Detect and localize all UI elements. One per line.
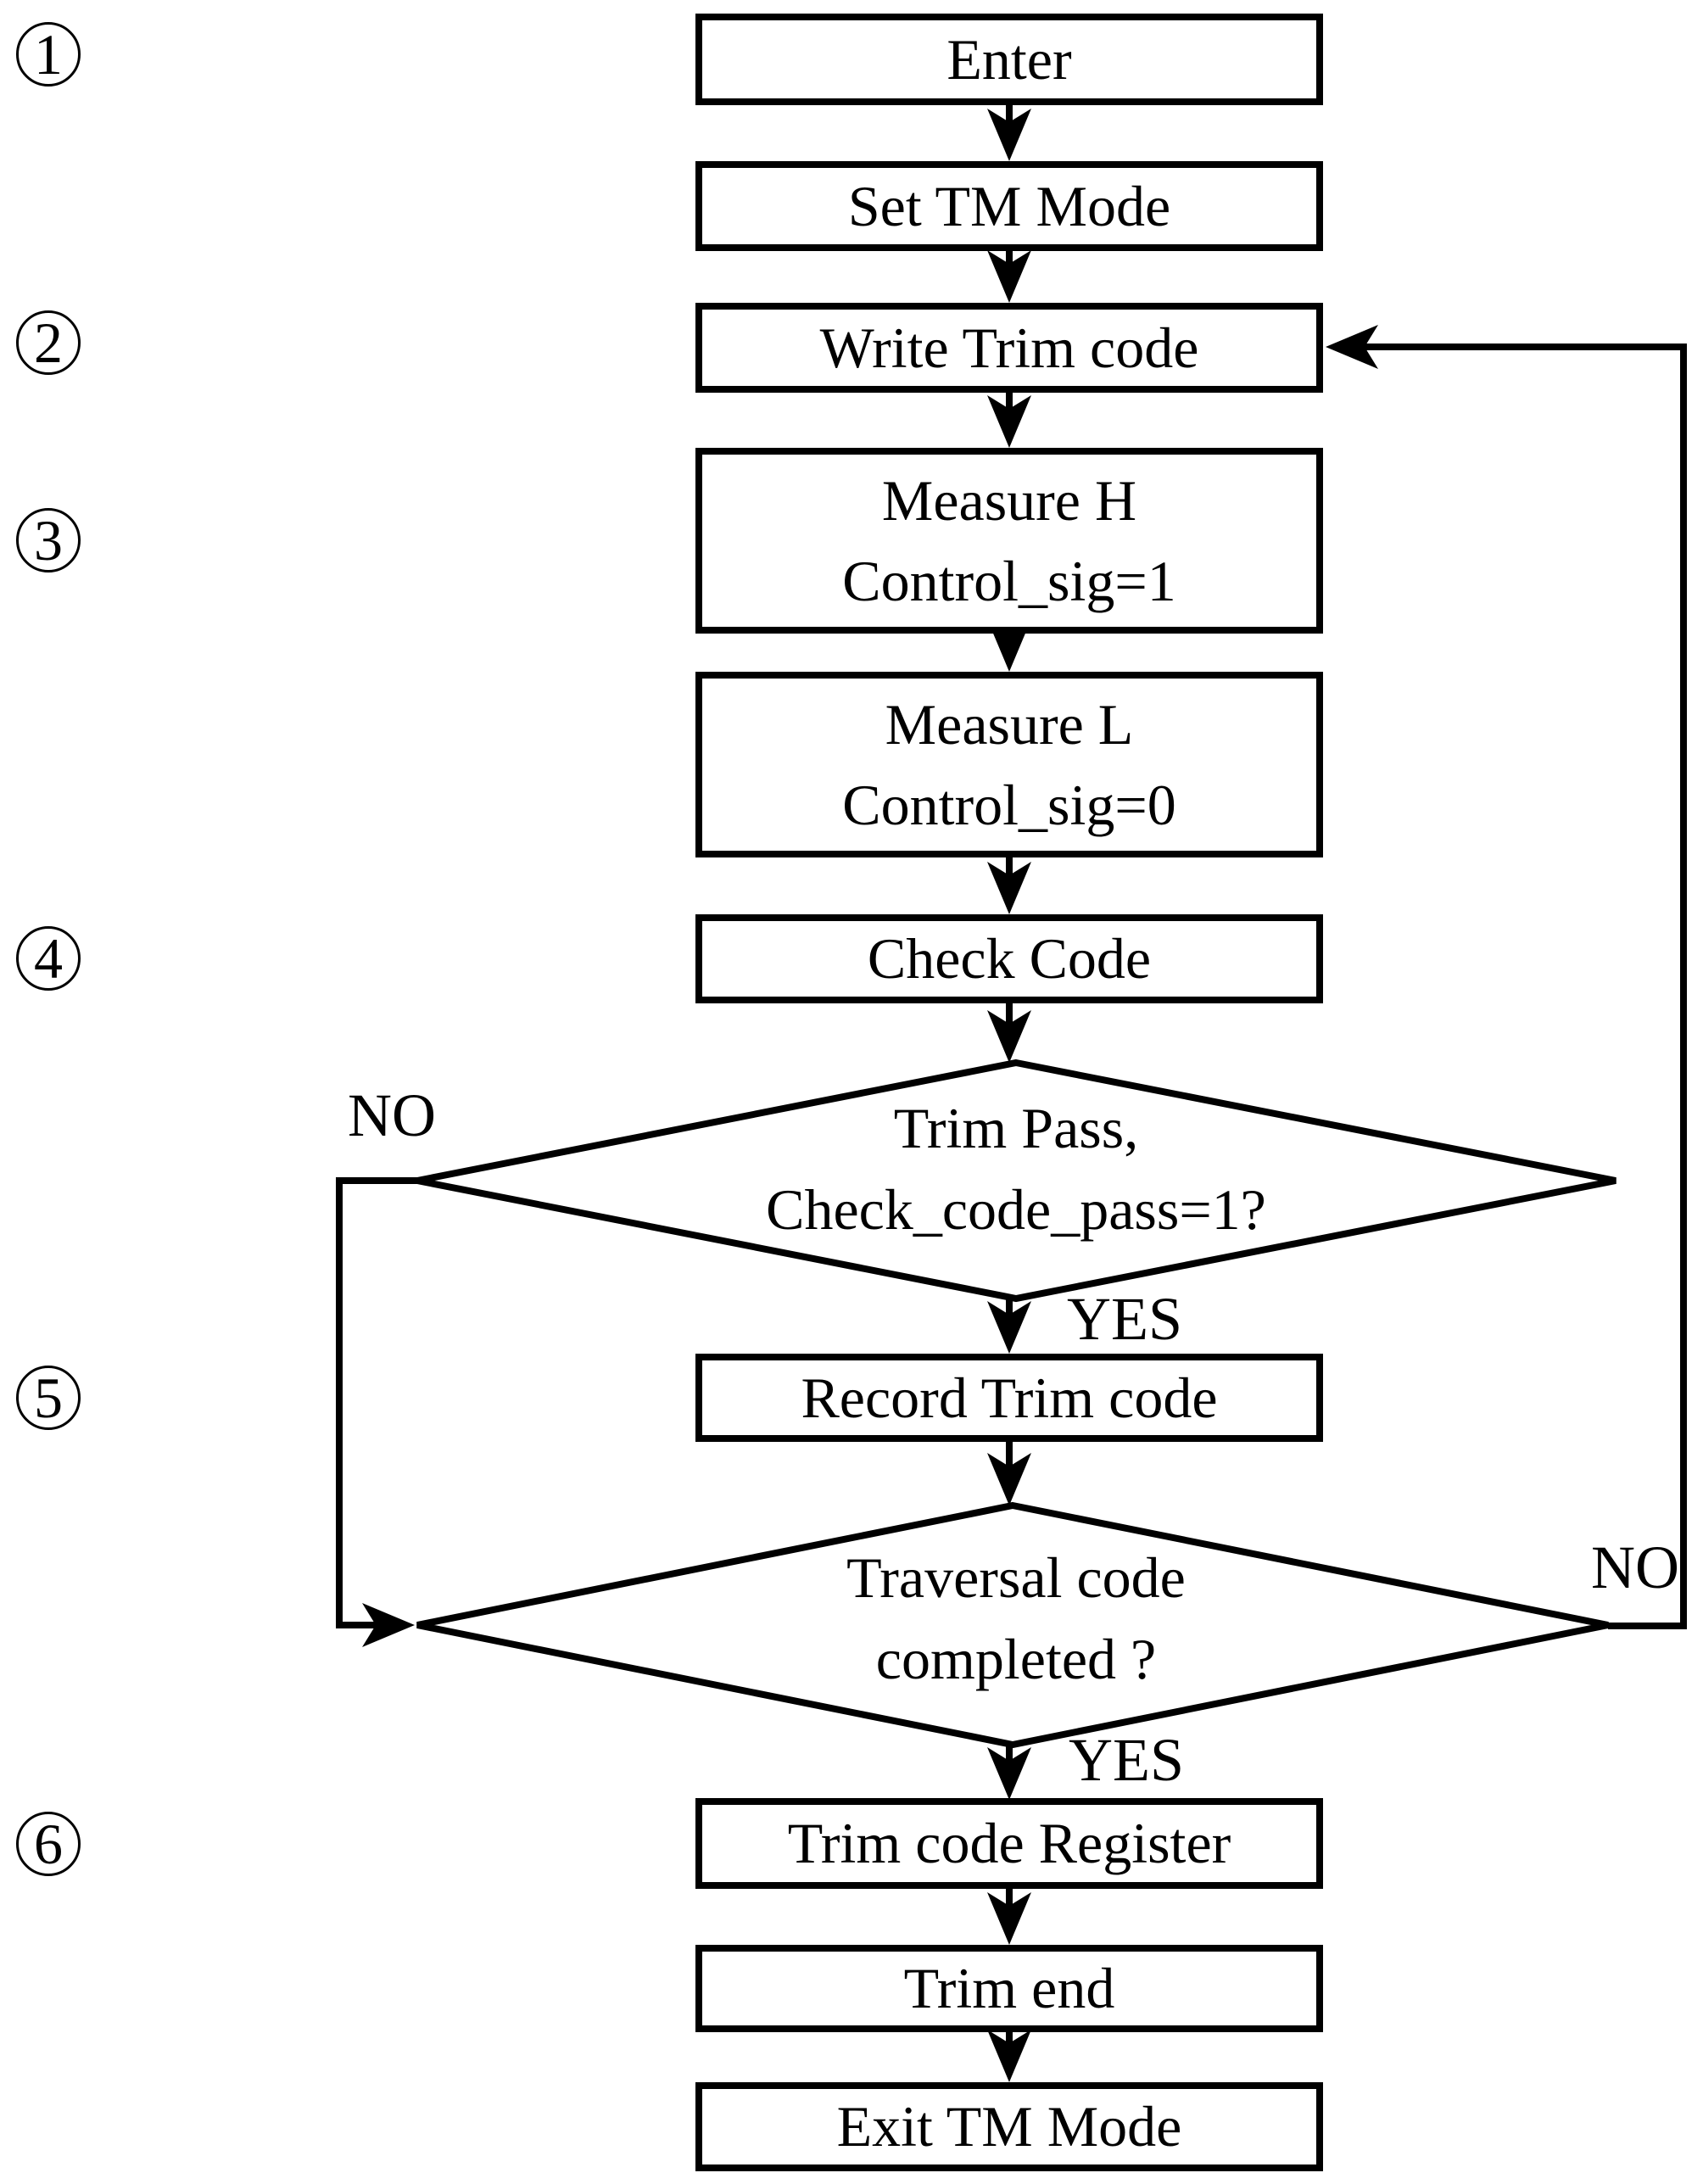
node-exit-tm-mode: Exit TM Mode [695, 2082, 1323, 2171]
decision-diamond-traversal [416, 1501, 1609, 1749]
step-marker-2: 2 [16, 310, 81, 375]
step-marker-3: 3 [16, 508, 81, 573]
node-measure-l-line1: Measure L [885, 691, 1134, 757]
decision-diamond-trim-pass [416, 1058, 1616, 1303]
arrowhead-record [987, 1301, 1031, 1354]
node-enter-label: Enter [946, 26, 1072, 92]
step-marker-1-label: 1 [34, 22, 63, 87]
node-measure-h-line1: Measure H [881, 467, 1137, 533]
arrowhead-write [987, 250, 1031, 303]
no-branch-line-traversal [1363, 344, 1687, 1629]
node-set-tm-mode-label: Set TM Mode [847, 173, 1171, 238]
node-set-tm-mode: Set TM Mode [695, 161, 1323, 251]
node-record-trim-code: Record Trim code [695, 1354, 1323, 1442]
arrowhead-traversal [987, 1453, 1031, 1505]
step-marker-4: 4 [16, 926, 81, 991]
node-check-code: Check Code [695, 914, 1323, 1003]
arrowhead-trimend [987, 1892, 1031, 1945]
arrowhead-exit [987, 2030, 1031, 2082]
arrowhead-check [987, 862, 1031, 914]
step-marker-6: 6 [16, 1812, 81, 1876]
edge-label-yes-traversal: YES [1069, 1726, 1185, 1794]
node-trim-pass-label: Trim Pass, Check_code_pass=1? [509, 1087, 1523, 1250]
node-traversal-line1: Traversal code [846, 1545, 1186, 1610]
arrowhead-no-into-write [1326, 325, 1378, 369]
node-trim-end-label: Trim end [903, 1956, 1115, 2020]
node-check-code-label: Check Code [867, 926, 1152, 991]
arrowhead-trimpass [987, 1010, 1031, 1063]
node-measure-h: Measure H Control_sig=1 [695, 448, 1323, 634]
step-marker-1: 1 [16, 22, 81, 87]
step-marker-6-label: 6 [34, 1812, 63, 1876]
node-enter: Enter [695, 14, 1323, 105]
arrowhead-settm [987, 109, 1031, 161]
node-write-trim-code: Write Trim code [695, 303, 1323, 393]
edge-label-yes-trim-pass: YES [1067, 1285, 1183, 1353]
node-trim-pass-line2: Check_code_pass=1? [766, 1177, 1266, 1242]
node-trim-code-register: Trim code Register [695, 1798, 1323, 1889]
arrowhead-register [987, 1747, 1031, 1800]
no-branch-line-trim-pass [336, 1177, 417, 1628]
edge-label-no-trim-pass: NO [348, 1081, 436, 1149]
edge-label-no-traversal: NO [1591, 1533, 1679, 1601]
node-trim-code-register-label: Trim code Register [787, 1811, 1231, 1875]
node-measure-h-line2: Control_sig=1 [842, 548, 1176, 613]
connector-strokes [336, 105, 1687, 2048]
arrowhead-measureh [987, 395, 1031, 448]
node-measure-l-line2: Control_sig=0 [842, 772, 1176, 837]
step-marker-4-label: 4 [34, 926, 63, 991]
node-record-trim-code-label: Record Trim code [801, 1365, 1218, 1430]
step-marker-5-label: 5 [34, 1366, 63, 1430]
arrowhead-no-into-traversal [362, 1603, 415, 1647]
node-traversal-label: Traversal code completed ? [509, 1537, 1523, 1700]
node-traversal-line2: completed ? [875, 1627, 1157, 1691]
node-exit-tm-mode-label: Exit TM Mode [836, 2094, 1182, 2159]
step-marker-2-label: 2 [34, 310, 63, 375]
step-marker-5: 5 [16, 1366, 81, 1430]
node-measure-l: Measure L Control_sig=0 [695, 672, 1323, 857]
node-trim-pass-line1: Trim Pass, [893, 1096, 1139, 1160]
node-trim-end: Trim end [695, 1945, 1323, 2032]
node-write-trim-code-label: Write Trim code [819, 315, 1199, 380]
step-marker-3-label: 3 [34, 508, 63, 573]
arrowheads [362, 109, 1378, 2082]
